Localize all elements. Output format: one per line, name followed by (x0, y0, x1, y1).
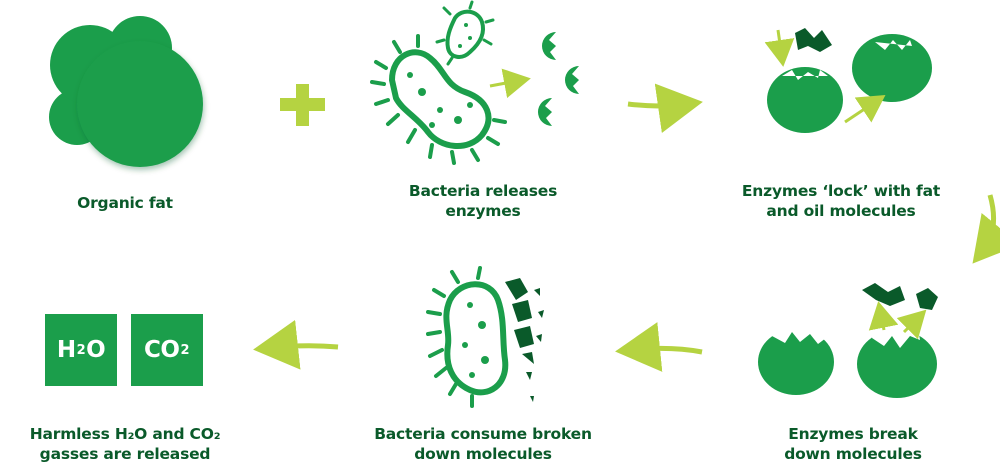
label-line: Organic fat (77, 194, 173, 212)
flow-arrow-2-3 (627, 83, 703, 133)
label-enzymes-break: Enzymes break down molecules (755, 424, 951, 464)
label-line: Enzymes ‘lock’ with fat (741, 182, 941, 200)
label-harmless-gasses: Harmless H₂O and CO₂ gasses are released (5, 424, 245, 464)
label-bacteria-releases-enzymes: Bacteria releases enzymes (385, 181, 581, 221)
label-bacteria-consume: Bacteria consume broken down molecules (360, 424, 606, 464)
label-line: Bacteria consume broken (374, 425, 592, 443)
flow-arrow-3-4 (972, 194, 1000, 264)
label-line: Enzymes break (788, 425, 918, 443)
h2o-main: H (56, 337, 76, 363)
break-illustration (758, 283, 938, 398)
flow-arrow-5-6 (253, 319, 339, 370)
label-organic-fat: Organic fat (40, 193, 210, 213)
release-arrow (489, 68, 531, 99)
label-line: Harmless H₂O and CO₂ (29, 425, 221, 443)
co2-subscript: 2 (180, 342, 189, 358)
flow-arrow-4-5 (615, 322, 703, 372)
label-line: Bacteria releases (408, 182, 558, 200)
organic-fat-illustration (49, 16, 203, 167)
label-enzymes-lock: Enzymes ‘lock’ with fat and oil molecule… (726, 181, 956, 221)
enzyme-pieces (537, 32, 579, 127)
label-line: down molecules (784, 445, 922, 463)
lock-illustration (764, 28, 932, 133)
label-line: enzymes (445, 202, 521, 220)
label-line: and oil molecules (766, 202, 916, 220)
co2-main: CO (144, 337, 180, 363)
plus-icon (280, 84, 325, 126)
label-line: down molecules (414, 445, 552, 463)
small-bacteria-icon (435, 0, 495, 66)
consume-bacteria-icon (426, 266, 544, 408)
h2o-subscript: 2 (76, 342, 86, 358)
label-line: gasses are released (39, 445, 211, 463)
bacteria-icon (370, 34, 507, 165)
h2o-tail: O (86, 337, 106, 363)
